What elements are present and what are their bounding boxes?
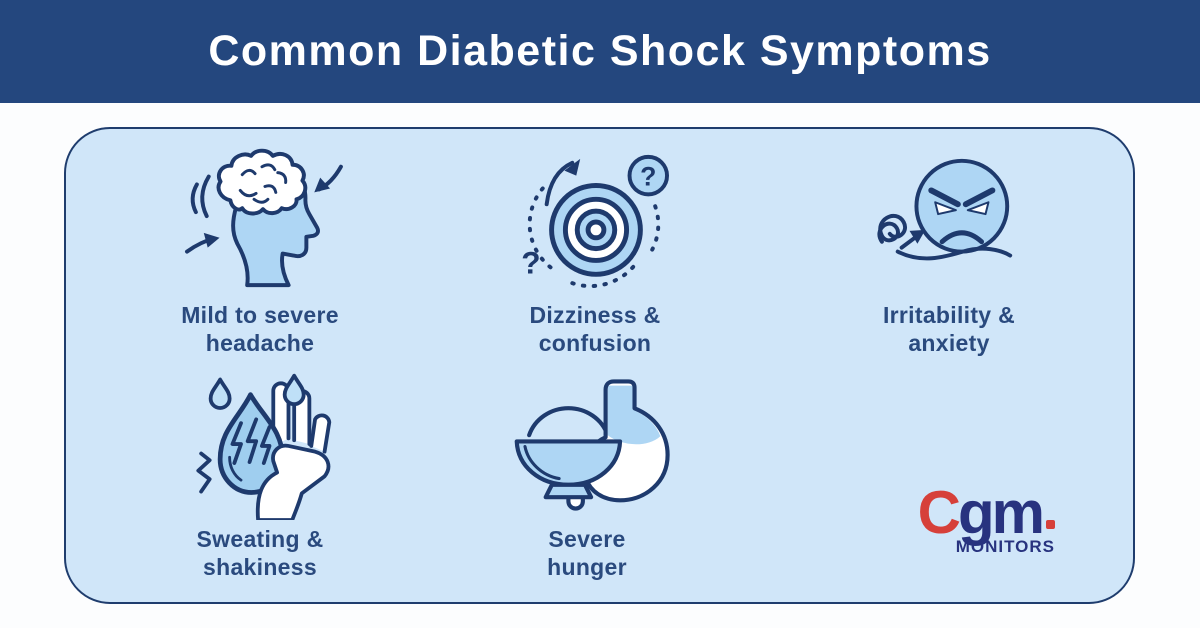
page-title: Common Diabetic Shock Symptoms <box>208 27 992 75</box>
symptom-label: Irritability & anxiety <box>882 302 1015 357</box>
logo-red-dot <box>1046 519 1055 529</box>
symptom-item-irritability: Irritability & anxiety <box>829 147 1069 357</box>
symptom-item-hunger: Severe hunger <box>467 371 707 581</box>
headache-brain-icon <box>185 148 343 288</box>
angry-face-icon <box>877 158 1013 261</box>
logo-letter-c: C <box>917 478 961 546</box>
symptom-label: Sweating & shakiness <box>196 526 324 581</box>
symptom-item-sweating: Sweating & shakiness <box>140 371 380 581</box>
cgm-monitors-logo: Cgm MONITORS <box>918 482 1055 556</box>
symptom-item-headache: Mild to severe headache <box>140 147 380 357</box>
symptom-item-dizziness: ? ? Dizziness & confusion <box>475 147 715 357</box>
dizziness-spiral-icon: ? ? <box>521 154 669 289</box>
symptom-label: Severe hunger <box>547 526 627 581</box>
sweat-drop-hand-icon <box>196 373 332 520</box>
header-bar: Common Diabetic Shock Symptoms <box>0 0 1200 103</box>
svg-text:?: ? <box>521 244 540 280</box>
symptoms-panel: Mild to severe headache ? ? Dizziness <box>64 127 1135 604</box>
symptom-label: Dizziness & confusion <box>529 302 661 357</box>
logo-monitors-text: MONITORS <box>955 536 1055 556</box>
symptom-label: Mild to severe headache <box>181 302 339 357</box>
stomach-bowl-icon <box>514 379 670 511</box>
logo-letters-gm: gm <box>958 478 1045 546</box>
svg-text:?: ? <box>640 161 656 191</box>
